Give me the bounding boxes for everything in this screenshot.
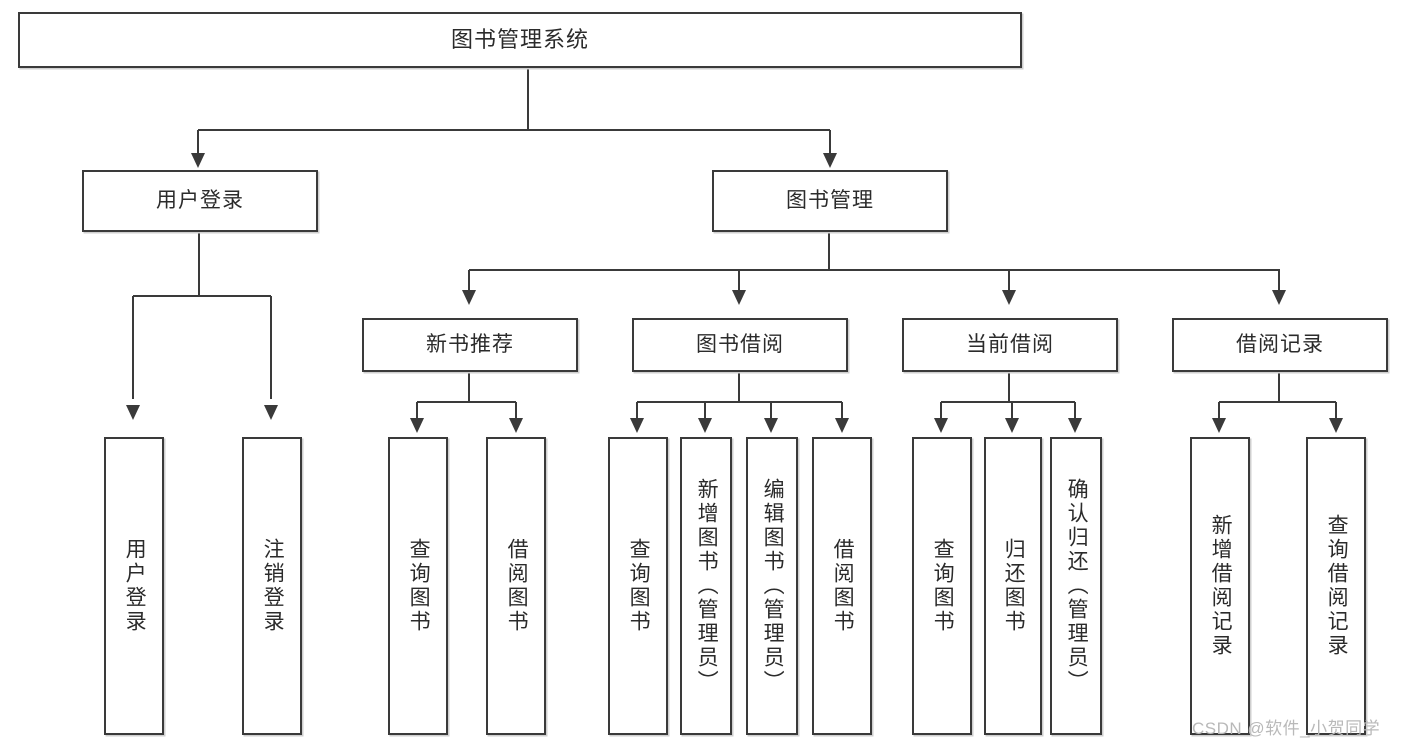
arrowhead-grp-current-borrow-0 [934, 418, 948, 433]
edge-grp-borrow-record-drop-1 [1334, 402, 1338, 420]
node-borrow-record-label: 借阅记录 [1236, 333, 1324, 357]
node-leaf-user-login-label: 用户登录 [123, 538, 147, 634]
node-leaf-borrow-book-rec[interactable]: 借阅图书 [486, 437, 546, 735]
arrowhead-manage-2 [1002, 290, 1016, 305]
node-leaf-query-book-bor-label: 查询图书 [627, 538, 651, 634]
node-leaf-borrow-book-bor-label: 借阅图书 [831, 538, 855, 634]
arrowhead-grp-borrow-record-0 [1212, 418, 1226, 433]
node-leaf-user-login[interactable]: 用户登录 [104, 437, 164, 735]
edge-grp-borrow-record-stem [1277, 372, 1281, 402]
edge-login-bus [133, 294, 271, 298]
node-leaf-query-book-rec-label: 查询图书 [407, 538, 431, 634]
arrowhead-manage-0 [462, 290, 476, 305]
node-book-manage[interactable]: 图书管理 [712, 170, 948, 232]
edge-grp-new-book-rec-drop-0 [415, 402, 419, 420]
edge-grp-book-borrow-drop-0 [635, 402, 639, 420]
edge-grp-new-book-rec-bus [417, 400, 516, 404]
node-new-book-rec-label: 新书推荐 [426, 333, 514, 357]
edge-grp-book-borrow-bus [637, 400, 842, 404]
node-current-borrow-label: 当前借阅 [966, 333, 1054, 357]
arrowhead-manage-3 [1272, 290, 1286, 305]
node-root-label: 图书管理系统 [450, 26, 589, 52]
edge-login-drop-1 [269, 296, 273, 399]
node-leaf-add-book-label: 新增图书（管理员） [695, 478, 719, 694]
arrowhead-root-0 [191, 153, 205, 168]
edge-grp-book-borrow-stem [737, 372, 741, 402]
arrowhead-grp-current-borrow-1 [1005, 418, 1019, 433]
arrowhead-grp-new-book-rec-1 [509, 418, 523, 433]
node-user-login[interactable]: 用户登录 [82, 170, 318, 232]
edge-manage-drop-2 [1007, 270, 1011, 292]
edge-manage-drop-3 [1277, 270, 1281, 292]
arrowhead-grp-book-borrow-3 [835, 418, 849, 433]
node-leaf-return-book[interactable]: 归还图书 [984, 437, 1042, 735]
edge-manage-drop-0 [467, 270, 471, 292]
arrowhead-root-1 [823, 153, 837, 168]
edge-login-stem [197, 232, 201, 296]
node-leaf-query-book-cur[interactable]: 查询图书 [912, 437, 972, 735]
arrowhead-grp-current-borrow-2 [1068, 418, 1082, 433]
node-root[interactable]: 图书管理系统 [18, 12, 1022, 68]
node-borrow-record[interactable]: 借阅记录 [1172, 318, 1388, 372]
arrowhead-grp-book-borrow-2 [764, 418, 778, 433]
node-leaf-return-book-label: 归还图书 [1002, 538, 1026, 634]
node-book-manage-label: 图书管理 [786, 189, 874, 213]
edge-grp-borrow-record-bus [1219, 400, 1336, 404]
node-leaf-query-record-label: 查询借阅记录 [1325, 514, 1349, 658]
node-leaf-query-book-cur-label: 查询图书 [931, 538, 955, 634]
node-new-book-rec[interactable]: 新书推荐 [362, 318, 578, 372]
node-leaf-query-record[interactable]: 查询借阅记录 [1306, 437, 1366, 735]
edge-login-drop-0 [131, 296, 135, 399]
node-leaf-confirm-return-label: 确认归还（管理员） [1065, 478, 1089, 694]
edge-root-drop-0 [196, 130, 200, 155]
edge-grp-current-borrow-drop-2 [1073, 402, 1077, 420]
arrowhead-grp-book-borrow-0 [630, 418, 644, 433]
edge-root-stem [526, 68, 530, 130]
node-leaf-borrow-book-rec-label: 借阅图书 [505, 538, 529, 634]
edge-grp-current-borrow-drop-1 [1010, 402, 1014, 420]
arrowhead-grp-book-borrow-1 [698, 418, 712, 433]
edge-grp-new-book-rec-stem [467, 372, 471, 402]
node-leaf-logout-label: 注销登录 [261, 538, 285, 634]
edge-grp-current-borrow-bus [941, 400, 1075, 404]
edge-manage-bus [469, 268, 1280, 272]
node-leaf-confirm-return[interactable]: 确认归还（管理员） [1050, 437, 1102, 735]
node-leaf-borrow-book-bor[interactable]: 借阅图书 [812, 437, 872, 735]
edge-manage-stem [827, 232, 831, 270]
node-leaf-add-record[interactable]: 新增借阅记录 [1190, 437, 1250, 735]
edge-grp-book-borrow-drop-3 [840, 402, 844, 420]
arrowhead-login-0 [126, 405, 140, 420]
node-leaf-logout[interactable]: 注销登录 [242, 437, 302, 735]
node-book-borrow[interactable]: 图书借阅 [632, 318, 848, 372]
edge-grp-current-borrow-stem [1007, 372, 1011, 402]
edge-manage-drop-1 [737, 270, 741, 292]
node-book-borrow-label: 图书借阅 [696, 333, 784, 357]
edge-root-drop-1 [828, 130, 832, 155]
edge-root-bus [198, 128, 830, 132]
edge-grp-book-borrow-drop-2 [769, 402, 773, 420]
node-leaf-query-book-rec[interactable]: 查询图书 [388, 437, 448, 735]
node-leaf-query-book-bor[interactable]: 查询图书 [608, 437, 668, 735]
node-leaf-add-book[interactable]: 新增图书（管理员） [680, 437, 732, 735]
edge-grp-current-borrow-drop-0 [939, 402, 943, 420]
edge-grp-book-borrow-drop-1 [703, 402, 707, 420]
edge-grp-new-book-rec-drop-1 [514, 402, 518, 420]
arrowhead-grp-new-book-rec-0 [410, 418, 424, 433]
node-user-login-label: 用户登录 [156, 189, 244, 213]
arrowhead-grp-borrow-record-1 [1329, 418, 1343, 433]
node-leaf-edit-book-label: 编辑图书（管理员） [761, 478, 785, 694]
edge-grp-borrow-record-drop-0 [1217, 402, 1221, 420]
arrowhead-login-1 [264, 405, 278, 420]
node-current-borrow[interactable]: 当前借阅 [902, 318, 1118, 372]
arrowhead-manage-1 [732, 290, 746, 305]
node-leaf-edit-book[interactable]: 编辑图书（管理员） [746, 437, 798, 735]
node-leaf-add-record-label: 新增借阅记录 [1209, 514, 1233, 658]
